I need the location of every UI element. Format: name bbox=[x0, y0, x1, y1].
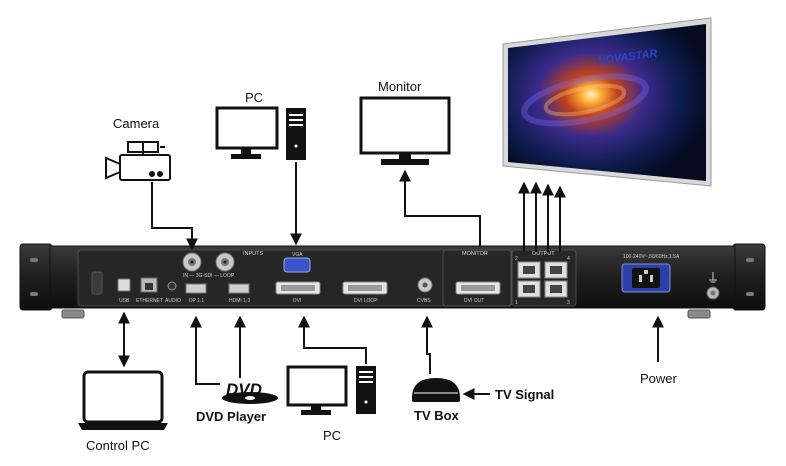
output-num-2: 2 bbox=[515, 256, 518, 262]
dvi-label: DVI bbox=[293, 298, 301, 304]
power-spec-label: 100-240V~,50/60Hz,1.5A bbox=[623, 254, 680, 260]
usb-port bbox=[117, 278, 131, 292]
control-pc-label: Control PC bbox=[86, 438, 150, 453]
dvi-loop-label: DVI LOOP bbox=[354, 298, 378, 304]
output-num-1: 1 bbox=[515, 300, 518, 306]
hdmi-label: HDMI 1.3 bbox=[229, 298, 250, 304]
dvd-player-label: DVD Player bbox=[196, 409, 266, 424]
video-processor-device: INPUTS MONITOR OUTPUT USB ETHERNET AUDIO… bbox=[19, 243, 766, 319]
audio-port bbox=[167, 281, 177, 291]
dp-label: DP 1.1 bbox=[189, 298, 204, 304]
pc-top-tower-icon bbox=[286, 108, 306, 160]
monitor-label: Monitor bbox=[378, 79, 422, 94]
dvi-out-label: DVI OUT bbox=[464, 298, 484, 304]
sdi-loop-port bbox=[215, 252, 235, 272]
pc-top-monitor-icon bbox=[215, 106, 279, 159]
vga-label: VGA bbox=[292, 252, 303, 258]
dvd-to-dp-line bbox=[190, 315, 220, 385]
pc-top-label: PC bbox=[245, 90, 263, 105]
vga-port bbox=[283, 257, 311, 273]
pc-bottom-tower-icon bbox=[356, 366, 376, 414]
tv-box-icon bbox=[412, 378, 460, 402]
dp-port bbox=[185, 283, 207, 294]
dviout-to-monitor-line bbox=[399, 169, 481, 246]
cvbs-port bbox=[417, 277, 433, 293]
pc-bottom-monitor-icon bbox=[286, 365, 348, 415]
laptop-icon bbox=[78, 370, 168, 430]
output-section-title: OUTPUT bbox=[532, 251, 555, 257]
output-num-4: 4 bbox=[567, 256, 570, 262]
ground-terminal-icon bbox=[706, 272, 720, 300]
tv-box-label: TV Box bbox=[414, 408, 460, 423]
tv-signal-label: TV Signal bbox=[495, 387, 554, 402]
sdi-label: IN — 3G-SDI — LOOP bbox=[183, 273, 235, 279]
inputs-section-title: INPUTS bbox=[243, 251, 264, 257]
output-num-3: 3 bbox=[567, 300, 570, 306]
monitor-section-title: MONITOR bbox=[462, 251, 488, 257]
led-screen: NOVASTAR bbox=[502, 17, 712, 187]
camera-label: Camera bbox=[113, 116, 160, 131]
hdmi-port bbox=[228, 283, 250, 294]
monitor-icon bbox=[359, 96, 451, 165]
connection-lines bbox=[118, 162, 664, 400]
cvbs-label: CVBS bbox=[417, 298, 431, 304]
dvd-icon: DVD bbox=[222, 380, 278, 404]
ethernet-label: ETHERNET bbox=[136, 298, 163, 304]
power-label: Power bbox=[640, 371, 678, 386]
pcbottom-to-dvi-line bbox=[298, 315, 367, 364]
dvd-logo-text: DVD bbox=[226, 380, 262, 399]
usb-label: USB bbox=[119, 298, 130, 304]
tvbox-to-cvbs-line bbox=[421, 315, 433, 374]
sdi-in-port bbox=[182, 252, 202, 272]
pc-bottom-label: PC bbox=[323, 428, 341, 443]
camera-icon bbox=[105, 141, 171, 181]
audio-label: AUDIO bbox=[165, 298, 181, 304]
camera-to-sdi-line bbox=[151, 182, 198, 251]
